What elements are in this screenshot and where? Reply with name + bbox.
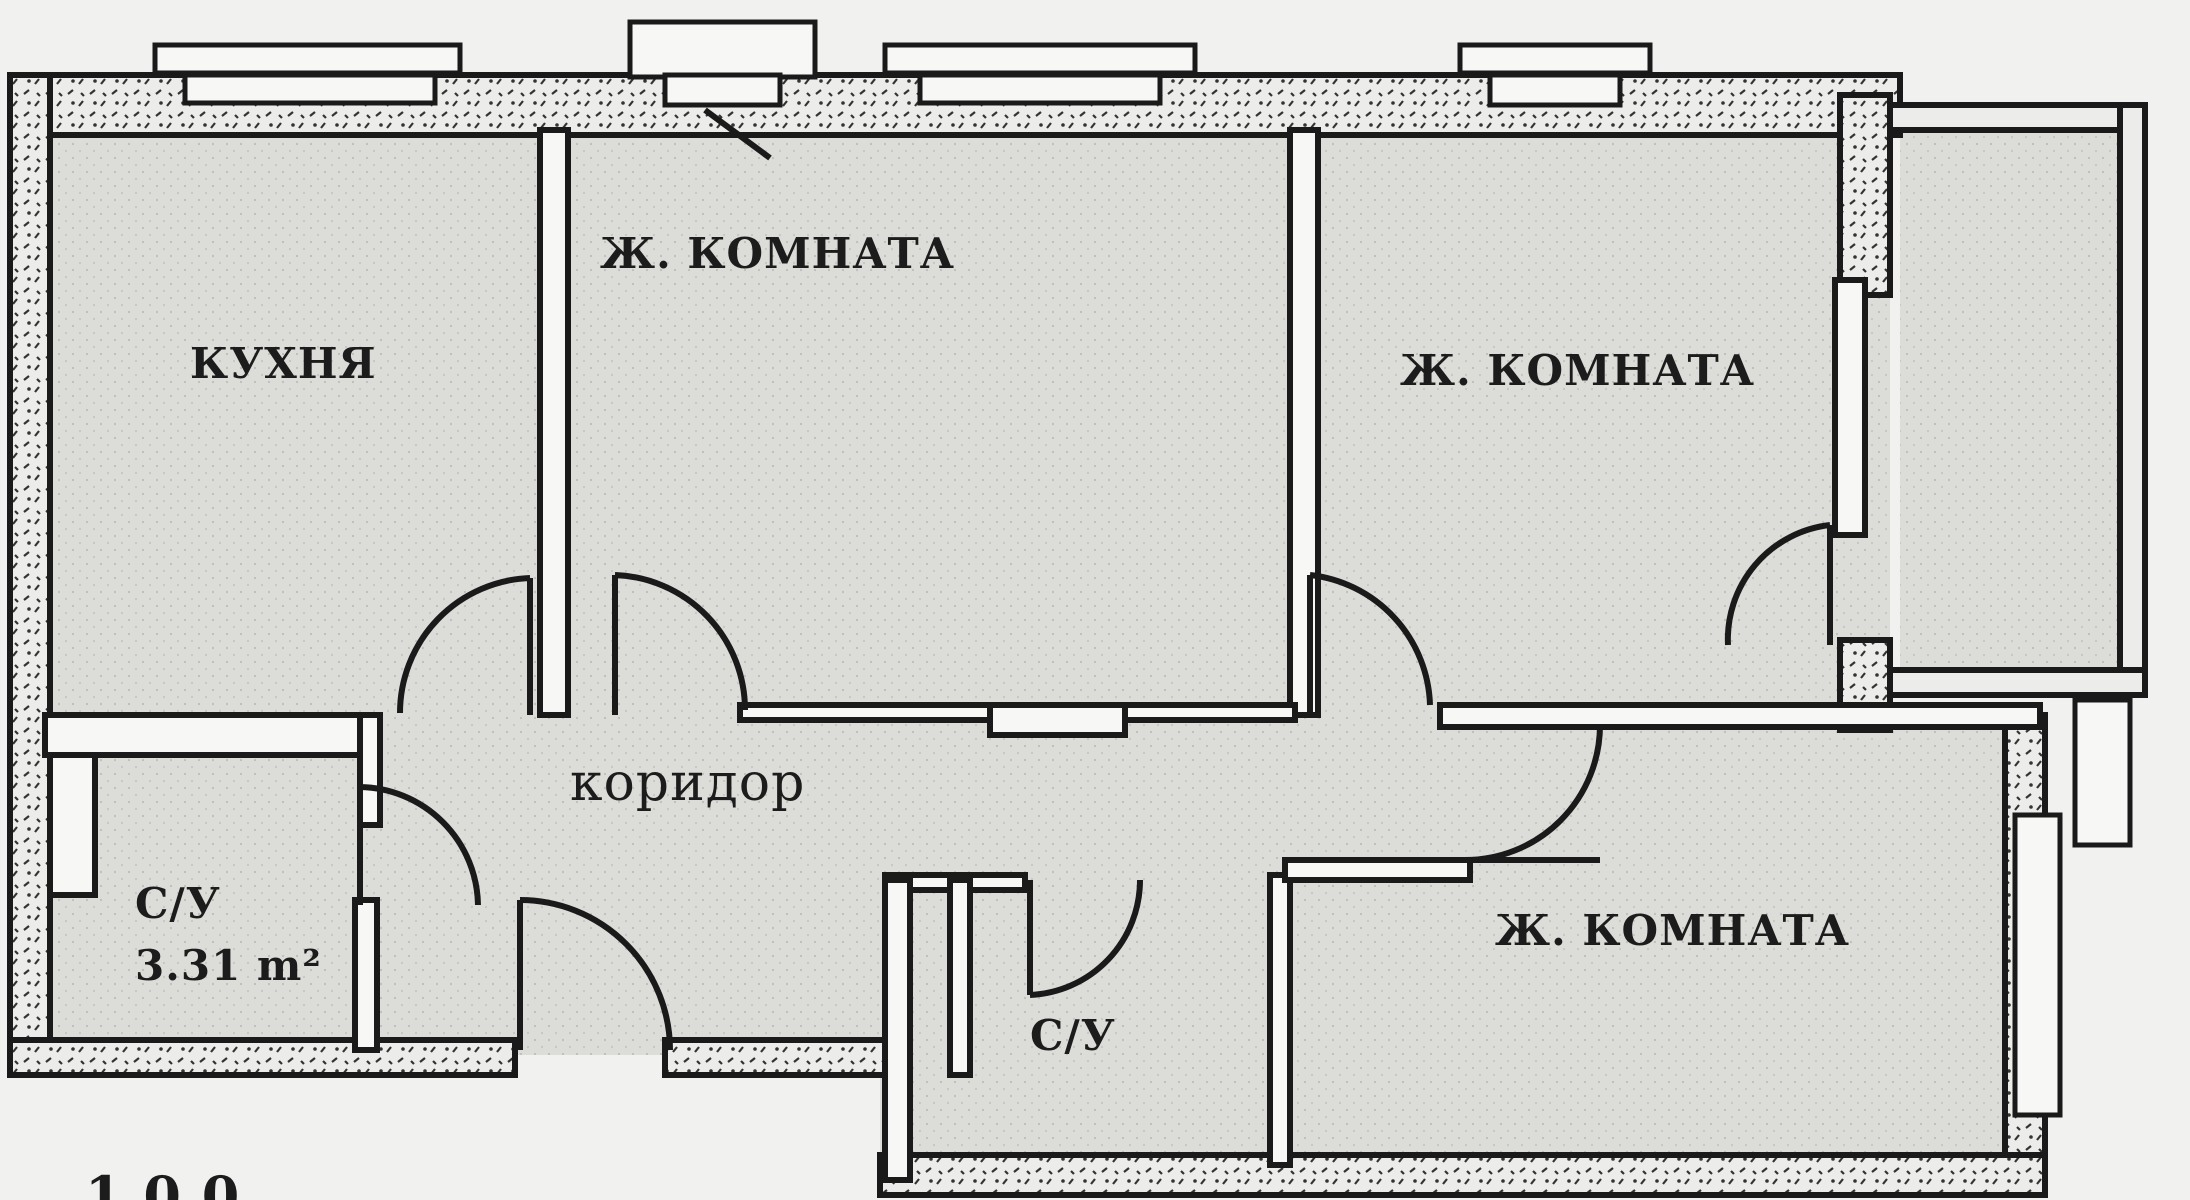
room-label-bathroom-2: С/У	[1030, 1011, 1116, 1060]
room-label-corridor: коридор	[570, 753, 805, 813]
room-area-bathroom-1: 3.31 m²	[135, 941, 322, 990]
room-label-living-room-1: Ж. КОМНАТА	[600, 229, 955, 278]
room-labels: КУХНЯ Ж. КОМНАТА Ж. КОМНАТА Ж. КОМНАТА к…	[135, 229, 1850, 1060]
doors	[357, 107, 1833, 1051]
windows	[152, 19, 2133, 1118]
partial-caption: 1 0 0	[85, 1164, 240, 1200]
room-label-kitchen: КУХНЯ	[190, 339, 377, 388]
room-label-bathroom-1: С/У	[135, 879, 221, 928]
floor-area	[30, 95, 2135, 1185]
room-label-living-room-2: Ж. КОМНАТА	[1400, 346, 1755, 395]
interior-walls	[42, 127, 2043, 1183]
room-label-living-room-3: Ж. КОМНАТА	[1495, 906, 1850, 955]
